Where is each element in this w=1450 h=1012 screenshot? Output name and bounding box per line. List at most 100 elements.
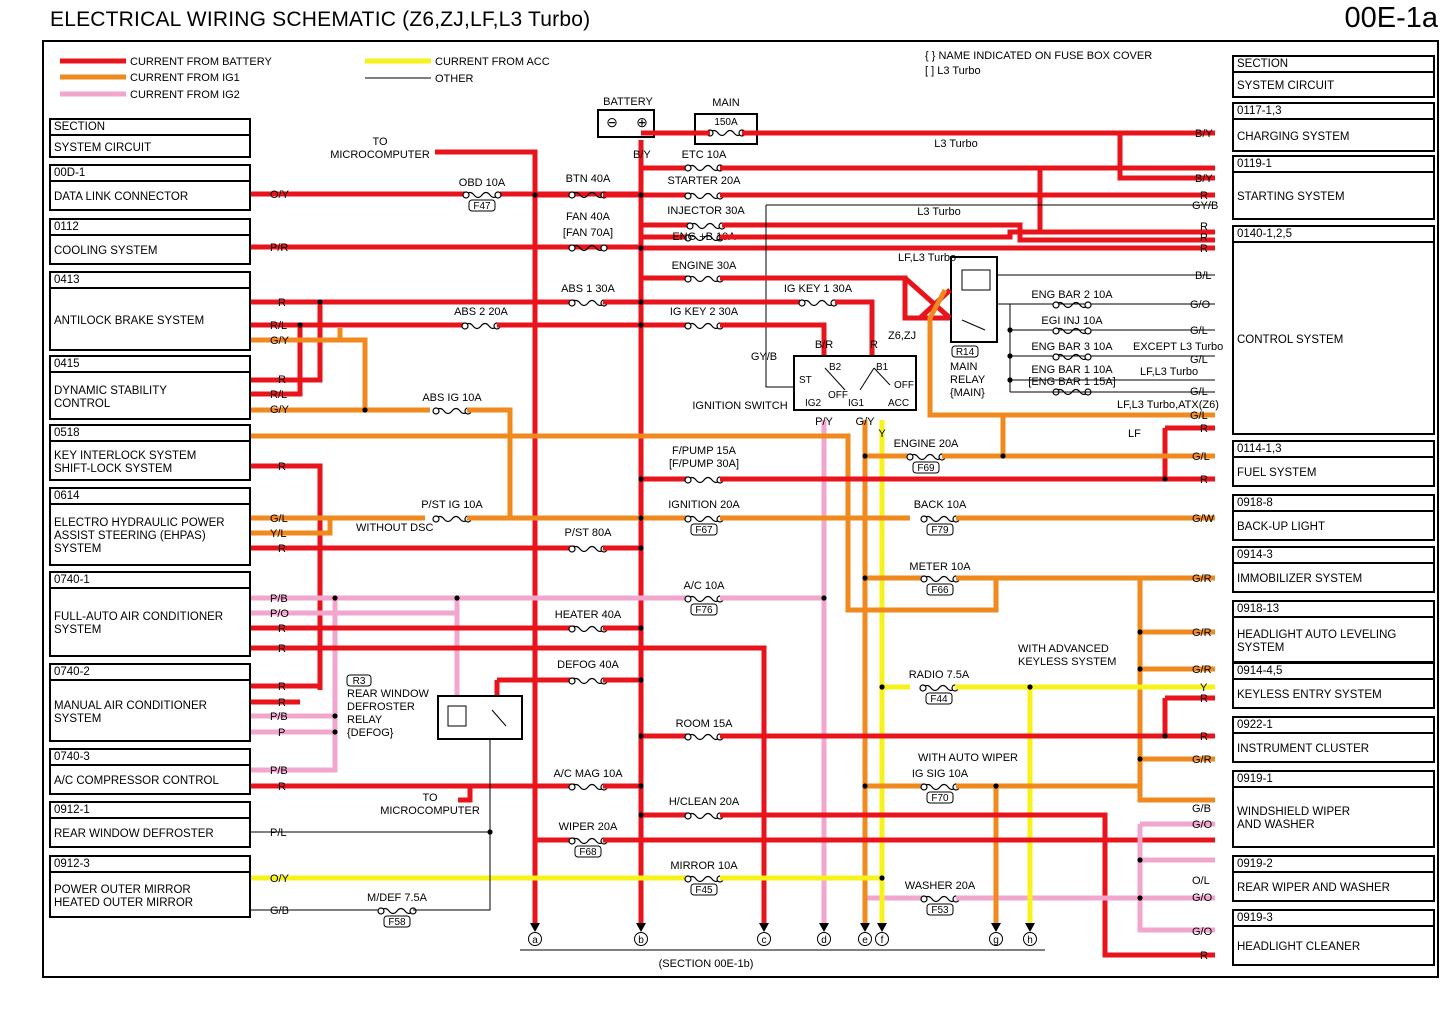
- wire-color: G/O: [1192, 892, 1213, 904]
- fuse-element: [923, 783, 957, 791]
- fuse-terminal: [684, 515, 692, 523]
- wire: [1117, 133, 1215, 181]
- fuse-terminal: [919, 684, 927, 692]
- fuse-label: ABS IG 10A: [422, 392, 482, 404]
- section-code: 0918-8: [1234, 496, 1433, 512]
- fuse-terminal: [568, 783, 576, 791]
- section-ref: (SECTION 00E-1b): [659, 958, 754, 970]
- legend-label: CURRENT FROM ACC: [435, 56, 550, 68]
- switch-terminal: B1: [876, 362, 889, 373]
- wire-color: G/O: [1192, 819, 1213, 831]
- fuse-element: [687, 476, 721, 484]
- fuse-element: [923, 895, 957, 903]
- wire-color: B/L: [1195, 270, 1212, 282]
- fuse-element: [687, 875, 721, 883]
- fuse-code-box: [690, 883, 718, 896]
- fuse-terminal: [568, 244, 576, 252]
- ignition-switch-box: [793, 355, 917, 411]
- main-fuse-label: MAIN: [712, 97, 740, 109]
- fuse-terminal: [568, 545, 576, 553]
- fuse-label: A/C 10A: [684, 580, 726, 592]
- junction-dot: [317, 299, 323, 305]
- system-name: SYSTEM CIRCUIT: [54, 141, 152, 154]
- wire-color: Y: [1200, 682, 1208, 694]
- wire-color: G/W: [1192, 513, 1215, 525]
- fuse-label: DEFOG 40A: [557, 659, 619, 671]
- junction-dot: [638, 245, 644, 251]
- fuse-element: [687, 192, 721, 200]
- fuse-terminal: [1052, 301, 1060, 309]
- system-name: IMMOBILIZER SYSTEM: [1237, 573, 1363, 585]
- fuse-label: INJECTOR 30A: [667, 205, 745, 217]
- fuse-code: F66: [931, 585, 949, 596]
- relay-label: RELAY: [347, 714, 383, 726]
- diagram-frame: [42, 40, 1439, 978]
- connector-letter: f: [881, 935, 884, 946]
- junction-dot: [638, 545, 644, 551]
- wire: [250, 463, 323, 690]
- wire-color: G/R: [1192, 573, 1212, 585]
- system-name: MANUAL AIR CONDITIONER SYSTEM: [54, 699, 207, 725]
- wire-color: R: [1200, 190, 1208, 202]
- fuse-element: [1055, 301, 1089, 309]
- section-code: 0740-2: [51, 665, 249, 681]
- connector-circle: [528, 932, 542, 946]
- wire-color: P/Y: [815, 416, 833, 428]
- fuse-element: [909, 453, 943, 461]
- ignition-switch-label: IGNITION SWITCH: [692, 400, 787, 412]
- fuse-code: F67: [695, 525, 713, 536]
- fuse-element: [571, 545, 605, 553]
- fuse-code-box: [383, 915, 411, 928]
- junction-dot: [638, 783, 644, 789]
- fuse-element: [687, 515, 721, 523]
- fuse-element: [571, 244, 605, 252]
- fuse-terminal: [462, 191, 470, 199]
- annotation: WITH AUTO WIPER: [918, 752, 1018, 764]
- wire-color: R: [1200, 423, 1208, 435]
- fuse-terminal: [568, 837, 576, 845]
- wire-color: B/R: [815, 339, 833, 351]
- system-name: ANTILOCK BRAKE SYSTEM: [54, 314, 205, 327]
- fuse-code: F79: [931, 525, 949, 536]
- wire: [250, 337, 368, 410]
- fuse-label: ABS 1 30A: [561, 283, 615, 295]
- wire-color: R: [1200, 731, 1208, 743]
- connector-letter: g: [993, 935, 999, 946]
- wire: [435, 149, 538, 195]
- fuse-code: F69: [917, 463, 935, 474]
- defog-relay-box: [437, 695, 523, 740]
- fuse-label: IG SIG 10A: [912, 768, 969, 780]
- connector-circle: [875, 932, 889, 946]
- junction-dot: [862, 575, 868, 581]
- wire-color: O/L: [1192, 875, 1210, 887]
- section-code: 0614: [51, 489, 249, 505]
- wire: [720, 322, 827, 358]
- wire: [467, 407, 513, 520]
- note-text: [ ] L3 Turbo: [925, 65, 981, 77]
- wire-color: B/Y: [633, 149, 651, 161]
- fuse-terminal: [568, 299, 576, 307]
- system-name: KEYLESS ENTRY SYSTEM: [1237, 689, 1382, 701]
- wire: [720, 812, 1215, 958]
- section-code: 0740-1: [51, 573, 249, 589]
- wire-color: R: [1200, 243, 1208, 255]
- wire-color: G/O: [1192, 926, 1213, 938]
- arrow-icon: [636, 923, 646, 932]
- fuse-code-box: [926, 523, 954, 536]
- annotation: L3 Turbo: [934, 138, 977, 150]
- battery-pos: ⊕: [636, 114, 648, 130]
- fuse-label: STARTER 20A: [668, 175, 742, 187]
- system-name: CONTROL SYSTEM: [1237, 333, 1344, 346]
- fuse-label: P/ST IG 10A: [421, 499, 483, 511]
- battery-neg: ⊖: [606, 114, 618, 130]
- page-number: 00E-1a: [1344, 2, 1438, 34]
- fuse-label: IGNITION 20A: [668, 499, 740, 511]
- fuse-terminal: [684, 595, 692, 603]
